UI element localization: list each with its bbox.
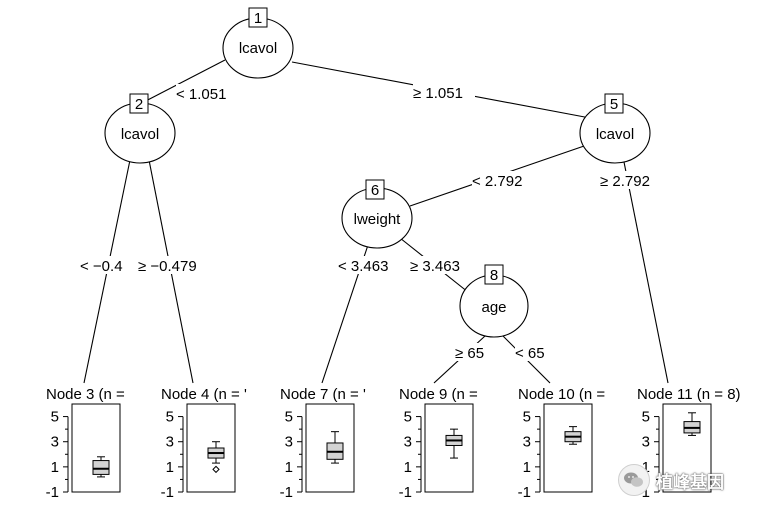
terminal-node-10: Node 10 (n = 5 3 1 -1 [518,386,606,501]
node-id: 5 [610,96,618,113]
split-node-2: 2 lcavol [104,93,176,164]
y-tick-label: 5 [285,409,293,426]
y-tick-label: 1 [51,459,59,476]
outlier-point [212,465,220,474]
edge-1-2 [137,59,226,106]
y-tick-label: 5 [642,409,650,426]
split-node-1: 1 lcavol [222,7,294,79]
edge-label-1-2: < 1.051 [176,86,226,103]
y-tick-label: 5 [166,409,174,426]
node-id-box [129,93,149,114]
y-tick-label: 3 [285,434,293,451]
y-tick-label: -1 [161,484,174,501]
terminal-node-9: Node 9 (n = 5 3 1 -1 [399,386,478,501]
terminal-title: Node 11 (n = 8) [637,386,741,403]
edge-5-11 [623,161,669,384]
split-variable: lcavol [239,40,277,57]
split-variable: lcavol [121,126,159,143]
y-tick-label: -1 [399,484,412,501]
edge-label-8-9: ≥ 65 [455,345,484,362]
terminal-title: Node 9 (n = [399,386,478,403]
edge-label-5-11: ≥ 2.792 [600,173,650,190]
node-id-box [365,179,385,200]
node-id: 8 [490,267,498,284]
terminal-node-4: Node 4 (n = ' 5 3 1 -1 [161,386,247,501]
terminal-title: Node 10 (n = [518,386,605,403]
edge-label-1-5: ≥ 1.051 [413,85,463,102]
y-tick-label: 5 [404,409,412,426]
y-tick-label: 1 [642,459,650,476]
node-id: 1 [254,10,262,27]
y-tick-label: 1 [523,459,531,476]
edge-label-8-10: < 65 [515,345,545,362]
y-tick-label: -1 [280,484,293,501]
plot-frame [71,403,121,493]
watermark: 植峰基因 [618,462,758,498]
edge-labels: < 1.051 ≥ 1.051 < −0.4 ≥ −0.479 < 2.792 … [80,83,664,362]
y-tick-label: 3 [404,434,412,451]
y-tick-label: 3 [166,434,174,451]
terminal-title: Node 3 (n = [46,386,125,403]
y-tick-label: 5 [523,409,531,426]
split-node-6: 6 lweight [341,179,413,249]
edge-label-6-7: < 3.463 [338,258,388,275]
plot-frame [424,403,474,493]
edge-label-2-3: < −0.4 [80,258,123,275]
terminal-node-11: Node 11 (n = 8)531-1 [637,386,741,501]
iqr-box [92,460,110,475]
node-id: 2 [135,96,143,113]
split-variable: lweight [354,211,402,228]
wechat-icon [618,464,650,496]
edge-label-5-6: < 2.792 [472,173,522,190]
y-tick-label: 1 [404,459,412,476]
split-node-5: 5 lcavol [579,93,651,164]
y-tick-label: -1 [518,484,531,501]
y-tick-label: 1 [166,459,174,476]
node-id-box [604,93,624,114]
node-id-box [248,7,268,28]
y-tick-label: 3 [642,434,650,451]
terminal-node-3: Node 3 (n = 5 3 1 -1 [46,386,125,501]
y-tick-label: -1 [46,484,59,501]
watermark-text: 植峰基因 [656,472,724,493]
plot-frame [662,403,712,493]
terminal-title: Node 7 (n = ' [280,386,366,403]
split-node-8: 8 age [459,264,529,338]
node-id: 6 [371,182,379,199]
y-tick-label: 5 [51,409,59,426]
edge-label-2-4: ≥ −0.479 [138,258,197,275]
split-variable: age [481,299,506,316]
plot-frame [543,403,593,493]
split-variable: lcavol [596,126,634,143]
terminal-title: Node 4 (n = ' [161,386,247,403]
edge-label-6-8: ≥ 3.463 [410,258,460,275]
y-tick-label: 3 [523,434,531,451]
y-tick-label: 1 [285,459,293,476]
y-tick-label: 3 [51,434,59,451]
node-id-box [484,264,504,285]
terminal-node-7: Node 7 (n = ' 5 3 1 -1 [280,386,366,501]
